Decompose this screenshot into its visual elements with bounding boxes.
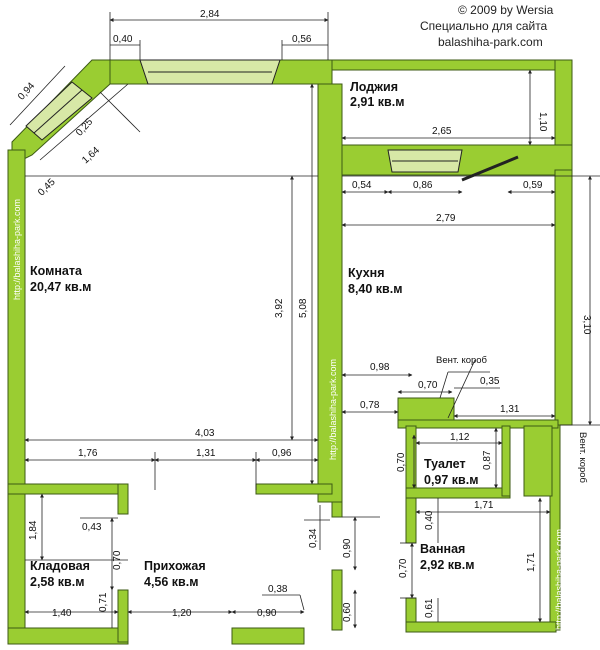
dim-loggia-110: 1,10 [537,112,548,132]
dim-store-140: 1,40 [52,608,72,619]
note-vent-korob-right: Вент. короб [577,432,588,484]
wall-bottom-right [231,627,305,645]
watermark-right: http://balashiha-park.com [554,529,564,630]
dim-bath-171v: 1,71 [526,552,537,572]
dim-kitchen-054: 0,54 [352,180,372,191]
wall-loggia-top [331,59,573,71]
room-lodzhiya-name: Лоджия [350,80,398,94]
wall-bottom [7,627,129,645]
dim-bath-171h: 1,71 [474,500,494,511]
dim-hall-090b: 0,90 [257,608,277,619]
dim-top-040: 0,40 [113,34,133,45]
dim-hall-060: 0,60 [342,602,353,622]
watermark-left: http://balashiha-park.com [12,199,22,300]
wall-bath-bottom [405,621,557,633]
credit-line1: © 2009 by Wersia [458,3,554,17]
room-prikhozhaya-area: 4,56 кв.м [144,575,198,589]
dim-hall-034: 0,34 [308,528,319,548]
dim-kitchen-059: 0,59 [523,180,543,191]
dim-room-508: 5,08 [298,298,309,318]
dim-store-184: 1,84 [28,520,39,540]
wall-toilet-right [501,425,511,497]
dim-hall-120: 1,20 [172,608,192,619]
windows [25,59,519,182]
room-komnata-name: Комната [30,264,83,278]
dim-vent-035: 0,35 [480,376,500,387]
dim-room-403: 4,03 [195,428,215,439]
dim-top-056: 0,56 [292,34,312,45]
room-kukhnya-area: 8,40 кв.м [348,282,402,296]
dim-bath-061: 0,61 [424,598,435,618]
dim-vent-131: 1,31 [500,404,520,415]
dimension-labels: 2,84 0,40 0,56 0,94 0,25 1,64 0,45 1,10 … [16,9,592,622]
dim-vent-070: 0,70 [418,380,438,391]
room-labels: Комната 20,47 кв.м Кухня 8,40 кв.м Лоджи… [30,80,478,589]
wall-toilet-left [405,425,417,497]
dim-right-310: 3,10 [581,315,592,335]
dim-hall-090: 0,90 [342,538,353,558]
vent-box-right [523,425,553,497]
credit-line2: Специально для сайта [420,19,548,33]
dim-toilet-087: 0,87 [482,450,493,470]
dim-vent-078: 0,78 [360,400,380,411]
wall-hall-mid [255,483,333,495]
room-komnata-area: 20,47 кв.м [30,280,91,294]
dim-kitchen-279: 2,79 [436,213,456,224]
dim-vent-098: 0,98 [370,362,390,373]
wall-store-low [117,589,129,643]
dim-room-176: 1,76 [78,448,98,459]
dim-toilet-070: 0,70 [396,452,407,472]
wall-store-vertical [117,483,129,515]
dim-bath-040: 0,40 [424,510,435,530]
wall-central [317,83,343,503]
dim-diag-025: 0,25 [74,116,95,138]
dim-diag-164: 1,64 [80,145,102,166]
dim-bath-070: 0,70 [398,558,409,578]
wall-hall-right-low [331,569,343,631]
room-vannaya-area: 2,92 кв.м [420,558,474,572]
room-prikhozhaya-name: Прихожая [144,559,206,573]
room-lodzhiya-area: 2,91 кв.м [350,95,404,109]
wall-kitchen-right [554,169,573,426]
room-kladovaya-area: 2,58 кв.м [30,575,84,589]
dim-loggia-265: 2,65 [432,126,452,137]
dim-kitchen-086: 0,86 [413,180,433,191]
dimension-lines [9,12,600,629]
room-tualet-name: Туалет [424,457,466,471]
room-kladovaya-name: Кладовая [30,559,90,573]
credit-line3: balashiha-park.com [438,35,543,49]
wall-hall-left [7,483,127,495]
wall-bath-left [405,497,417,544]
dim-room-392: 3,92 [274,298,285,318]
room-kukhnya-name: Кухня [348,266,385,280]
room-tualet-area: 0,97 кв.м [424,473,478,487]
wall-kitchen-bottom [397,419,559,429]
dim-room-096: 0,96 [272,448,292,459]
wall-hall-right [331,501,343,518]
watermark-center: http://balashiha-park.com [328,359,338,460]
wall-toilet-bottom [405,487,511,499]
dim-room-131: 1,31 [196,448,216,459]
dim-store-070: 0,70 [112,550,123,570]
dim-store-043: 0,43 [82,522,102,533]
room-vannaya-name: Ванная [420,542,465,556]
dim-diag-045: 0,45 [36,177,58,199]
dim-store-071: 0,71 [98,592,109,612]
dim-top-284: 2,84 [200,9,220,20]
dim-toilet-112: 1,12 [450,432,470,443]
note-vent-korob-top: Вент. короб [436,355,488,366]
dim-hall-038: 0,38 [268,584,288,595]
